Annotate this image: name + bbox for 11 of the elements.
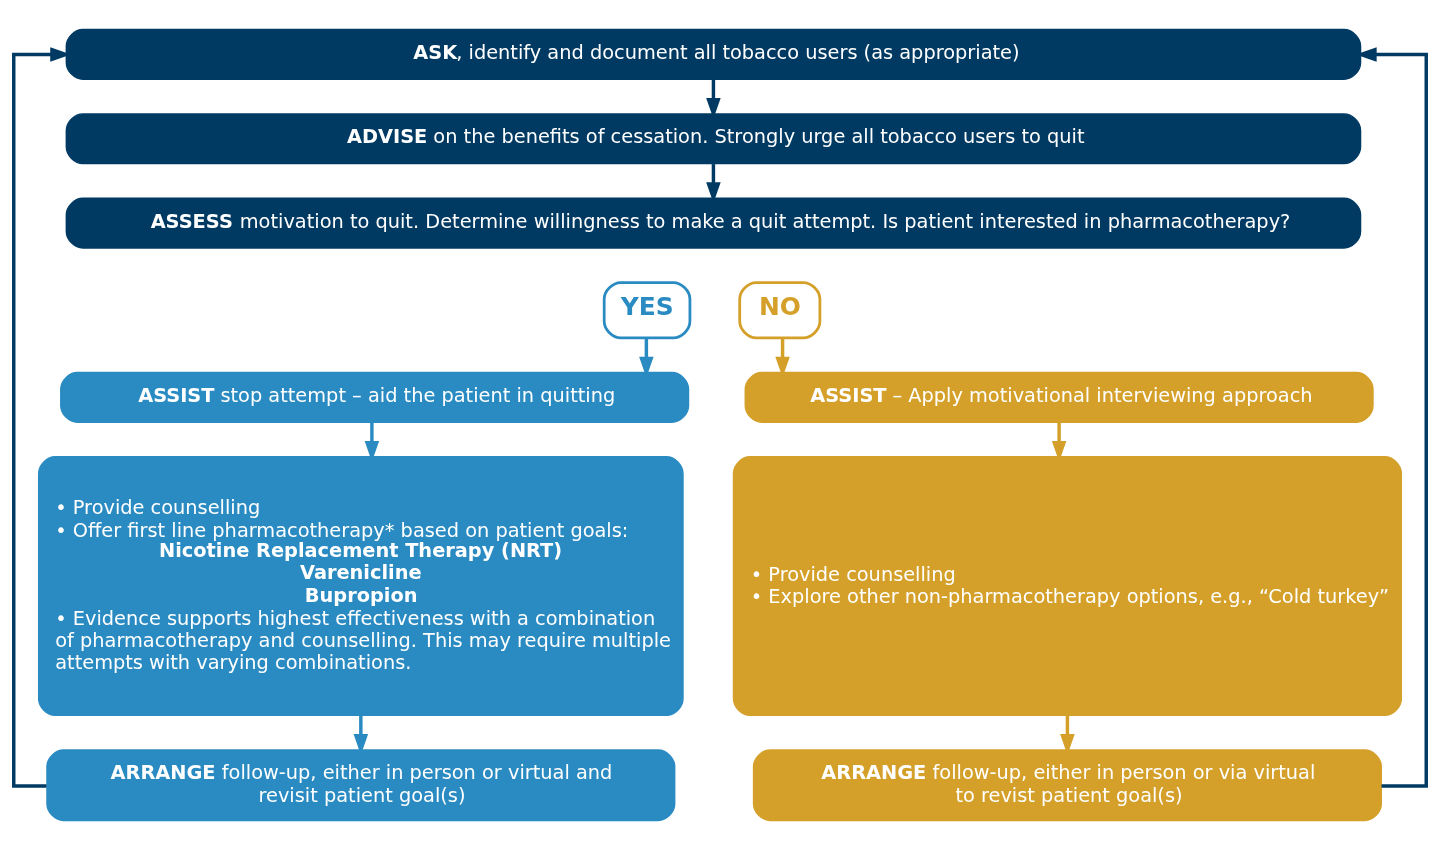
node-box: • Provide counselling • Offer first line pharmacotherapy* based on patient goals: Nicotine Replacement Therapy (NRT) Varenicline Bupropion • Evidence supports highest effectiveness with a combination of pharmacotherapy and counselling. This may require multiple attempts with varying combinations. (37, 456, 684, 717)
node-box: ADVISE on the benefits of cessation. Strongly urge all tobacco users to quit (65, 113, 1362, 165)
node-box: ARRANGE follow-up, either in person or virtual and revisit patient goal(s) (46, 749, 676, 822)
node-box: ARRANGE follow-up, either in person or via virtual to revist patient goal(s) (752, 749, 1382, 822)
node-box: ASSIST stop attempt – aid the patient in quitting (60, 371, 690, 423)
node-box: ASK, identify and document all tobacco users (as appropriate) (65, 28, 1362, 80)
node-box: YES (602, 281, 692, 340)
node-box: NO (738, 281, 822, 340)
node-box: ASSESS motivation to quit. Determine willingness to make a quit attempt. Is patient interested in pharmacotherapy? (65, 197, 1362, 249)
node-box: ASSIST – Apply motivational interviewing approach (744, 371, 1374, 423)
node-box: • Provide counselling • Explore other non-pharmacotherapy options, e.g., “Cold turkey” (732, 456, 1403, 717)
